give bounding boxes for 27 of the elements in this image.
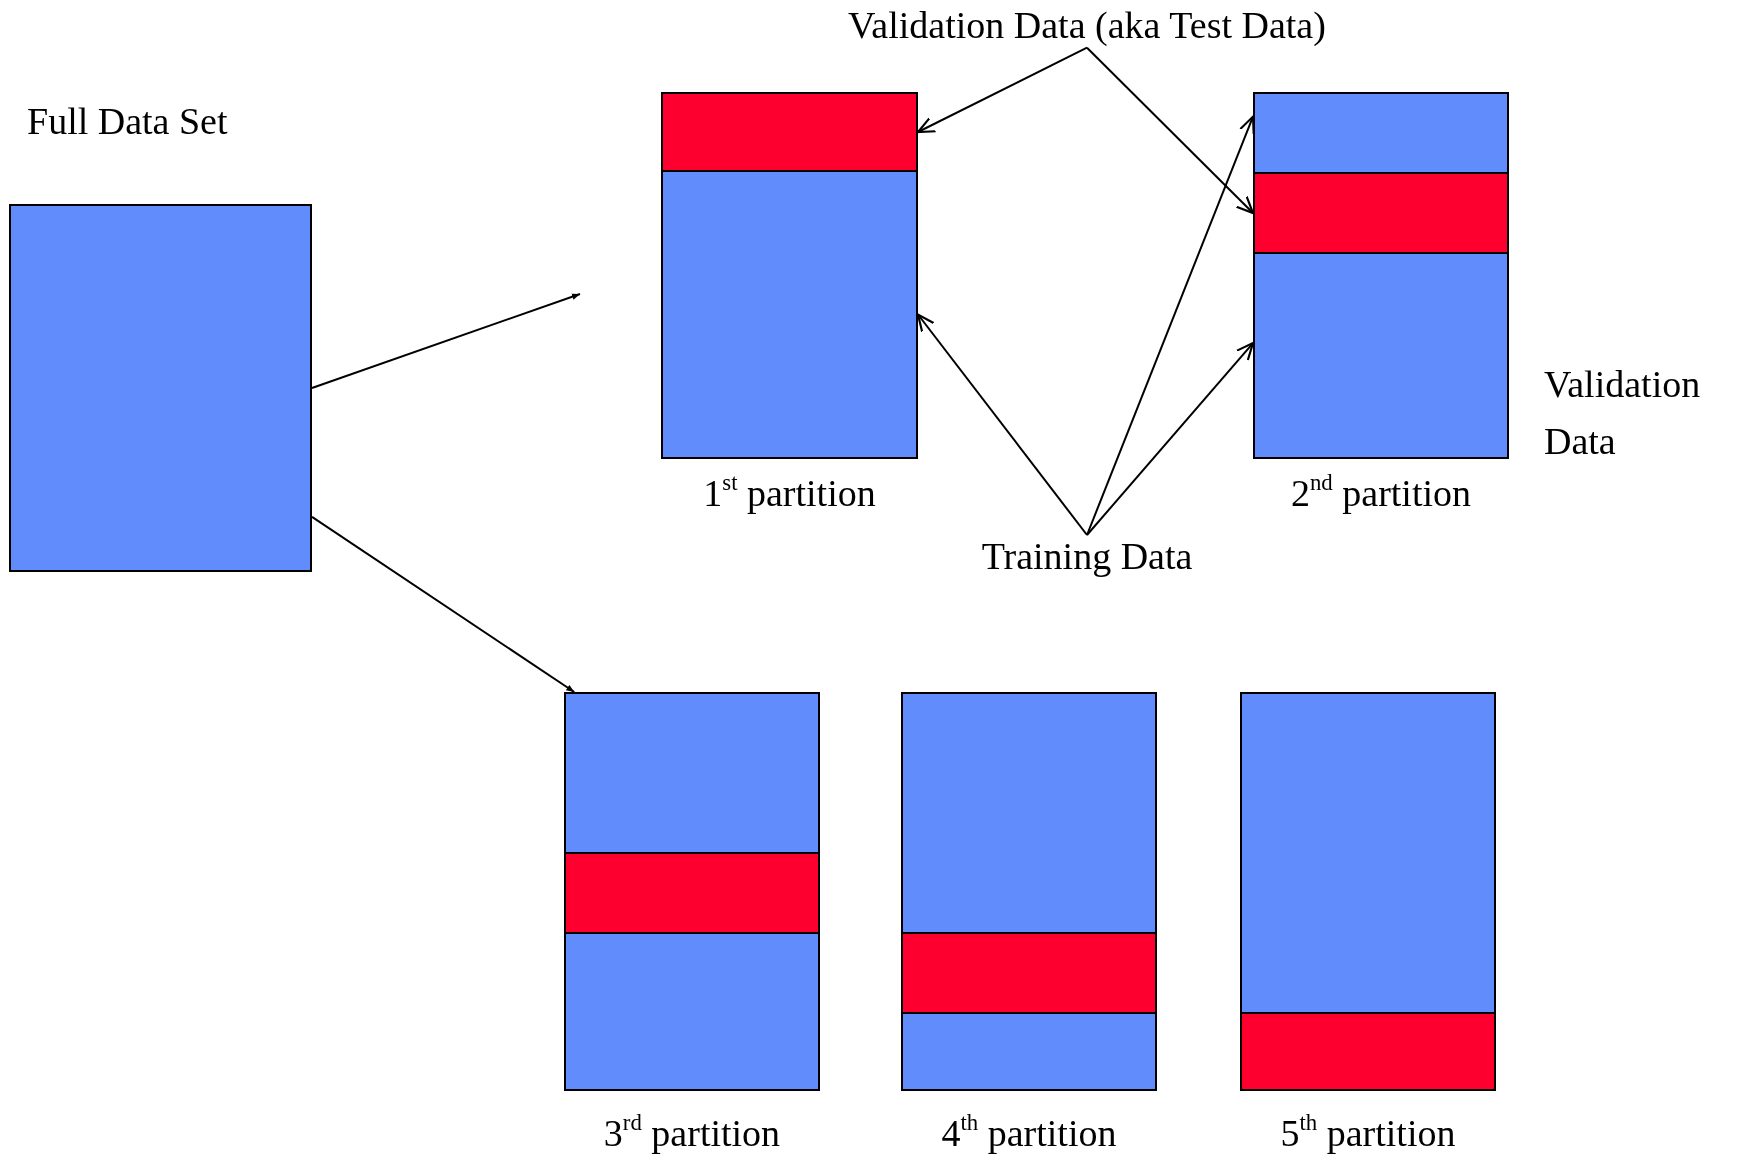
arrow bbox=[1086, 342, 1255, 536]
training-segment bbox=[1240, 692, 1496, 1014]
arrow bbox=[311, 515, 576, 693]
validation-segment bbox=[901, 932, 1157, 1014]
training-segment bbox=[901, 1012, 1157, 1091]
validation-segment bbox=[1253, 172, 1509, 254]
partition-label: 2$^{nd}$ partition bbox=[1290, 472, 1472, 516]
partition-label: 3$^{rd}$ partition bbox=[603, 1112, 781, 1156]
arrow bbox=[1086, 46, 1255, 215]
heading: Full Data Set bbox=[27, 100, 228, 144]
training-segment bbox=[1253, 92, 1509, 174]
partition-label: 4$^{th}$ partition bbox=[941, 1112, 1117, 1156]
training-segment bbox=[661, 170, 918, 459]
arrow bbox=[1086, 115, 1255, 536]
training-segment bbox=[1253, 252, 1509, 459]
arrow bbox=[311, 293, 581, 389]
training-segment bbox=[901, 692, 1157, 934]
training-segment bbox=[564, 932, 820, 1091]
validation-segment bbox=[661, 92, 918, 172]
partition-label: 5$^{th}$ partition bbox=[1280, 1112, 1456, 1156]
annotation-text: Training Data bbox=[917, 535, 1257, 579]
annotation-text: Validation Data (aka Test Data) bbox=[760, 4, 1414, 48]
training-segment bbox=[564, 692, 820, 854]
validation-segment bbox=[1240, 1012, 1496, 1091]
validation-segment bbox=[564, 852, 820, 934]
partition-label: 1$^{st}$ partition bbox=[703, 472, 876, 516]
side-label: Validation Data bbox=[1544, 362, 1702, 464]
